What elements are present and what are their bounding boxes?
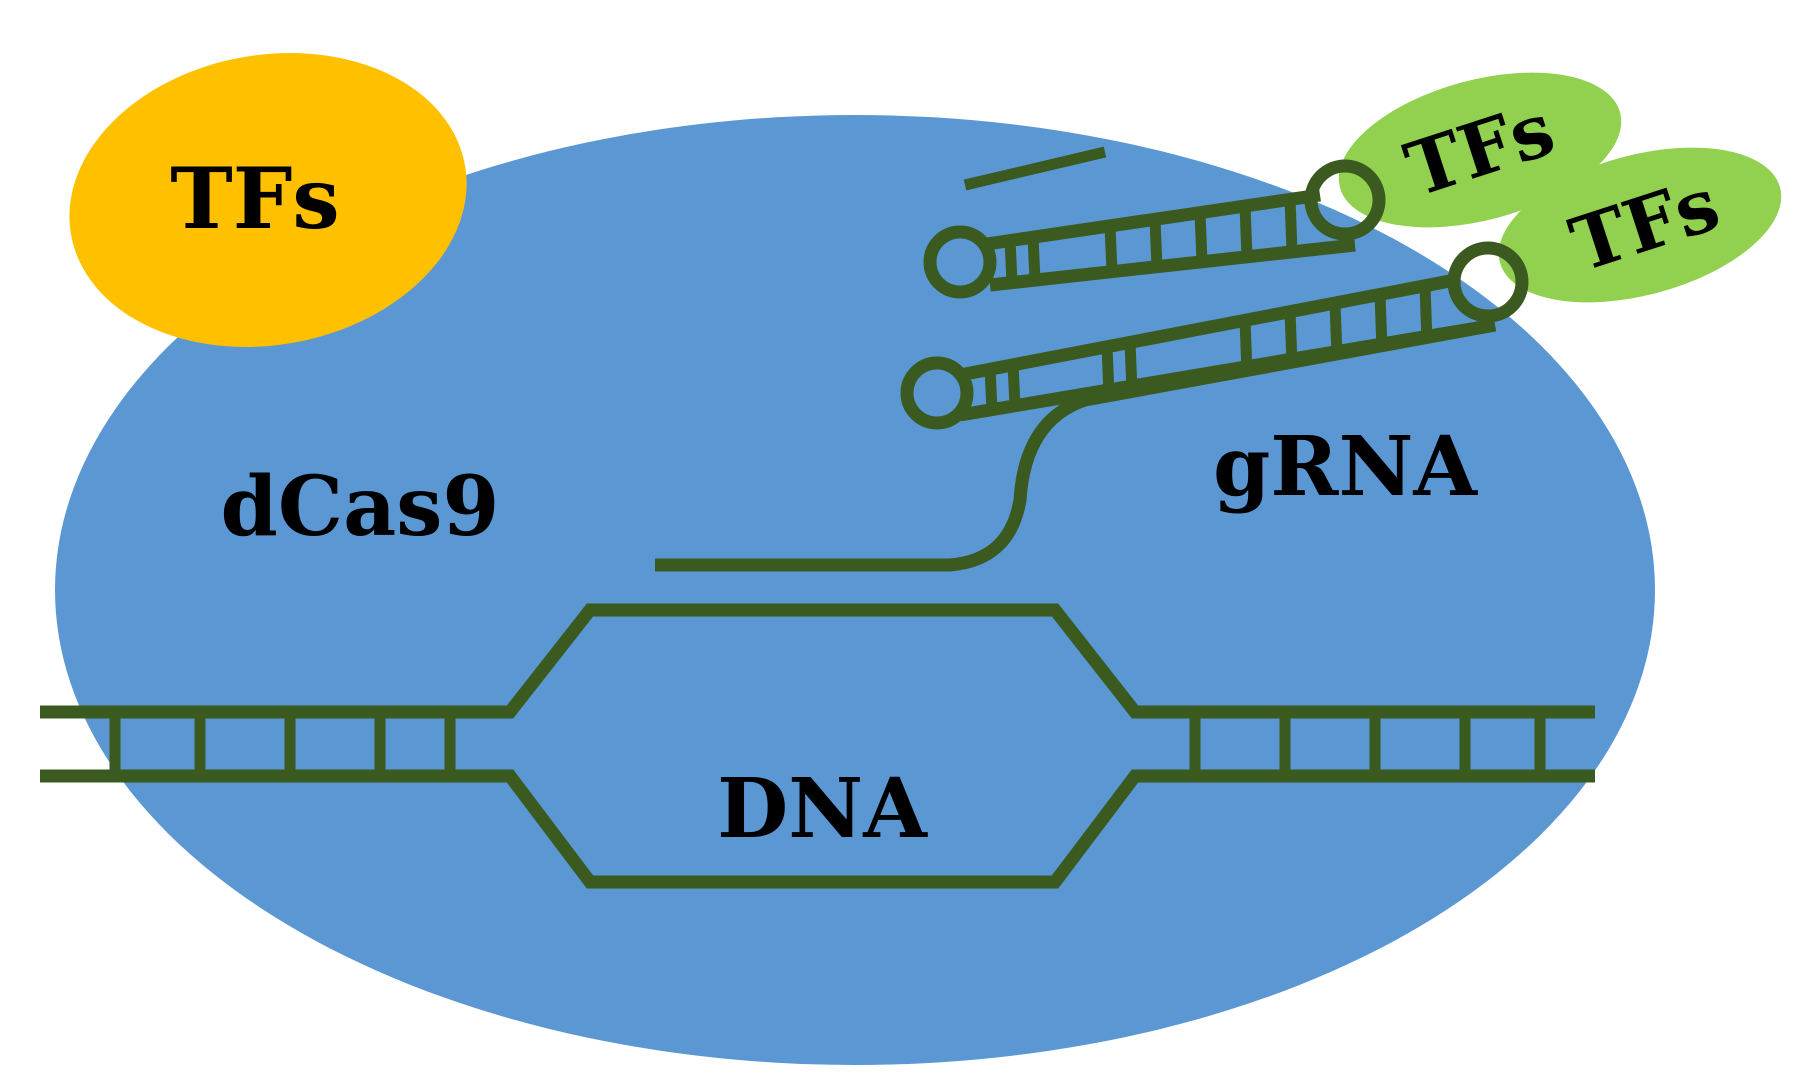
grna-lower-strand-a <box>958 273 1457 382</box>
dna-rungs-right <box>1189 712 1546 776</box>
tfs-green-blob-2 <box>1498 147 1782 303</box>
grna-upper-loop-left <box>923 225 997 299</box>
grna-upper-rungs <box>1004 198 1298 283</box>
grna-hairpin-lower <box>655 241 1529 572</box>
dna-label: DNA <box>717 761 928 857</box>
dna-double-strand <box>40 603 1595 889</box>
dna-top-strand <box>40 603 1595 719</box>
grna-lower-loop-left <box>900 356 974 430</box>
grna-upper-strand-b <box>989 238 1356 292</box>
tfs-orange-label: TFs <box>170 149 339 248</box>
grna-upper-strand-a <box>979 188 1321 252</box>
grna-hairpin-upper <box>923 146 1386 299</box>
dna-bottom-strand <box>40 769 1595 889</box>
grna-lower-rungs <box>984 285 1433 411</box>
dcas9-label: dCas9 <box>221 459 500 555</box>
grna-lower-loop-right <box>1447 241 1529 323</box>
tfs-orange-blob <box>69 53 467 347</box>
dcas9-body <box>55 115 1655 1065</box>
grna-upper-loop-right <box>1304 159 1386 241</box>
grna-upper-top-strand <box>963 146 1107 191</box>
grna-label: gRNA <box>1213 419 1478 515</box>
grna-lower-tail <box>655 318 1497 572</box>
dna-rungs-left <box>109 712 456 776</box>
